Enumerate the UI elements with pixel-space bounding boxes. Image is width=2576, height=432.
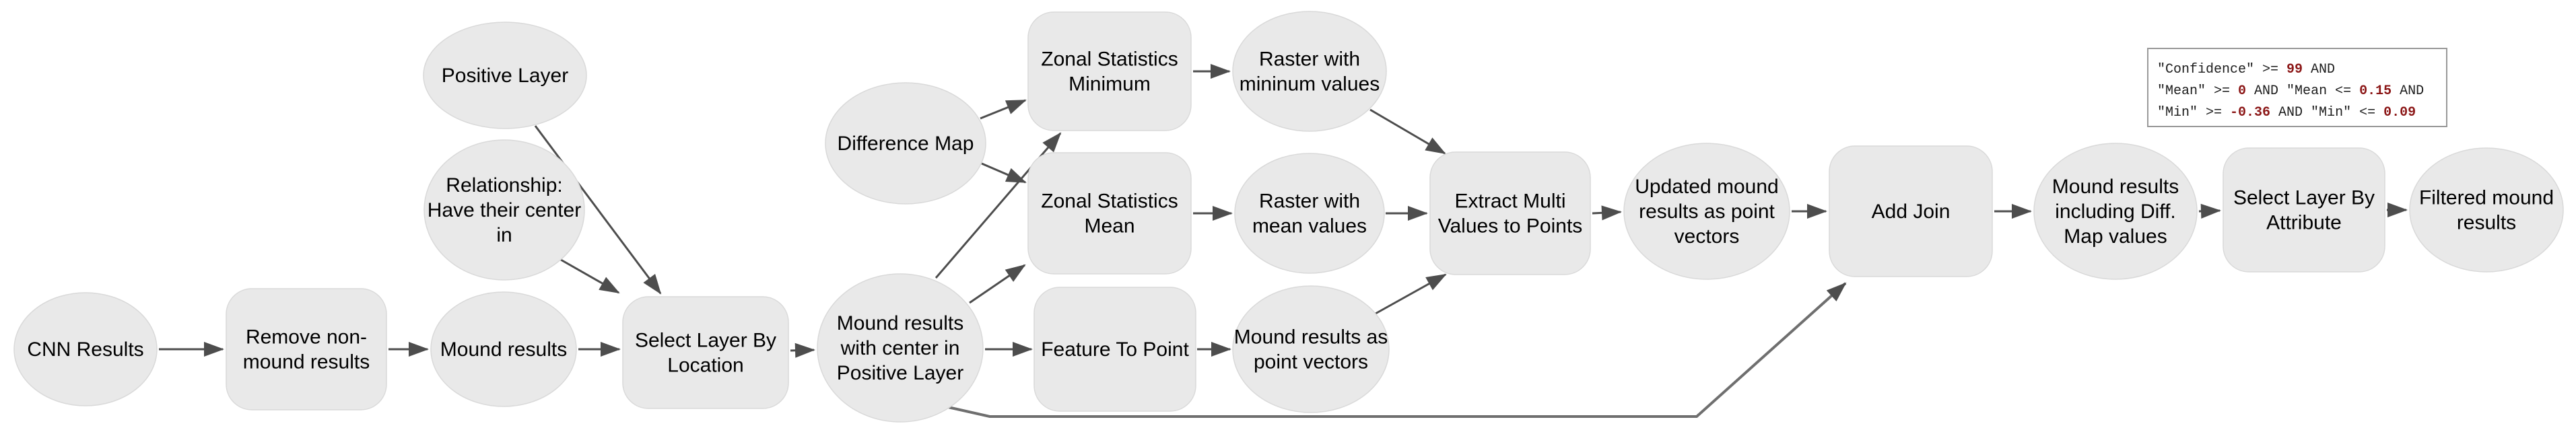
edge-difference-map-to-zonal-statistics-minimum: [980, 99, 1027, 120]
edge-extract-multi-values-to-points-to-updated-mound-results-as-point-vectors: [1592, 205, 1622, 221]
filtered-mound-results-shape: [2409, 147, 2564, 273]
edge-mound-results-as-point-vectors-to-extract-multi-values-to-points: [1375, 273, 1447, 315]
raster-with-mininum-values-shape: [1232, 11, 1387, 132]
edge-raster-with-mininum-values-to-extract-multi-values-to-points: [1369, 108, 1446, 155]
add-join-shape: [1829, 145, 1993, 277]
extract-multi-values-to-points-shape: [1429, 151, 1591, 275]
edge-mound-results-with-center-in-positive-layer-to-zonal-statistics-mean: [969, 264, 1026, 304]
mound-results-shape: [430, 291, 577, 407]
node-feature-to-point: Feature To Point: [1033, 287, 1196, 412]
select-layer-by-location-shape: [622, 296, 789, 409]
difference-map-shape: [825, 82, 986, 205]
edge-select-layer-by-location-to-mound-results-with-center-in-positive-layer: [790, 343, 815, 358]
edge-positive-layer-to-select-layer-by-location: [534, 125, 662, 295]
positive-layer-shape: [423, 22, 587, 129]
feature-to-point-label: Feature To Point: [1041, 338, 1189, 361]
edge-mound-results-with-center-in-positive-layer-to-add-join: [947, 282, 1847, 418]
cnn-results-shape: [13, 292, 158, 406]
remove-non-mound-results-shape: [226, 288, 387, 410]
expression-box: "Confidence" >= 99 AND "Mean" >= 0 AND "M…: [2147, 48, 2447, 127]
relationship-have-their-center-in-shape: [423, 139, 585, 281]
select-layer-by-attribute-shape: [2223, 147, 2385, 273]
difference-map-label: Difference Map: [838, 133, 974, 155]
expression-box-frame: [2147, 48, 2447, 127]
node-mound-results: Mound results: [430, 291, 577, 407]
add-join-label: Add Join: [1872, 201, 1951, 223]
remove-non-mound-results-label: Remove non-mound results: [243, 326, 370, 373]
edge-difference-map-to-zonal-statistics-mean: [981, 162, 1027, 184]
node-add-join: Add Join: [1829, 145, 1993, 277]
expression-line-3: "Min" >= -0.36 AND "Min" <= 0.09: [2157, 105, 2416, 120]
raster-with-mean-values-shape: [1234, 153, 1385, 274]
nodes-layer: CNN Results Remove non-mound results Mound…: [13, 11, 2564, 423]
mound-results-as-point-vectors-shape: [1232, 285, 1390, 413]
positive-layer-label: Positive Layer: [442, 65, 568, 87]
cnn-results-label: CNN Results: [27, 338, 143, 361]
edges-layer: [159, 64, 2408, 418]
zonal-statistics-minimum-shape: [1027, 11, 1192, 131]
node-cnn-results: CNN Results: [13, 292, 158, 406]
mound-results-label: Mound results: [440, 338, 567, 361]
updated-mound-results-as-point-vectors-shape: [1623, 143, 1790, 280]
mound-results-with-center-in-positive-layer-shape: [817, 273, 984, 423]
expression-line-2: "Mean" >= 0 AND "Mean <= 0.15 AND: [2157, 83, 2424, 99]
expression-line-1: "Confidence" >= 99 AND: [2157, 62, 2335, 77]
mound-results-including-diff-map-values-shape: [2033, 143, 2198, 280]
edge-relationship-have-their-center-in-to-select-layer-by-location: [560, 258, 620, 294]
feature-to-point-shape: [1033, 287, 1196, 412]
node-remove-non-mound-results: Remove non-mound results: [226, 288, 387, 410]
annotation-layer: "Confidence" >= 99 AND "Mean" >= 0 AND "M…: [2147, 48, 2447, 127]
node-difference-map: Difference Map: [825, 82, 986, 205]
zonal-statistics-mean-shape: [1027, 152, 1192, 275]
node-positive-layer: Positive Layer: [423, 22, 587, 129]
